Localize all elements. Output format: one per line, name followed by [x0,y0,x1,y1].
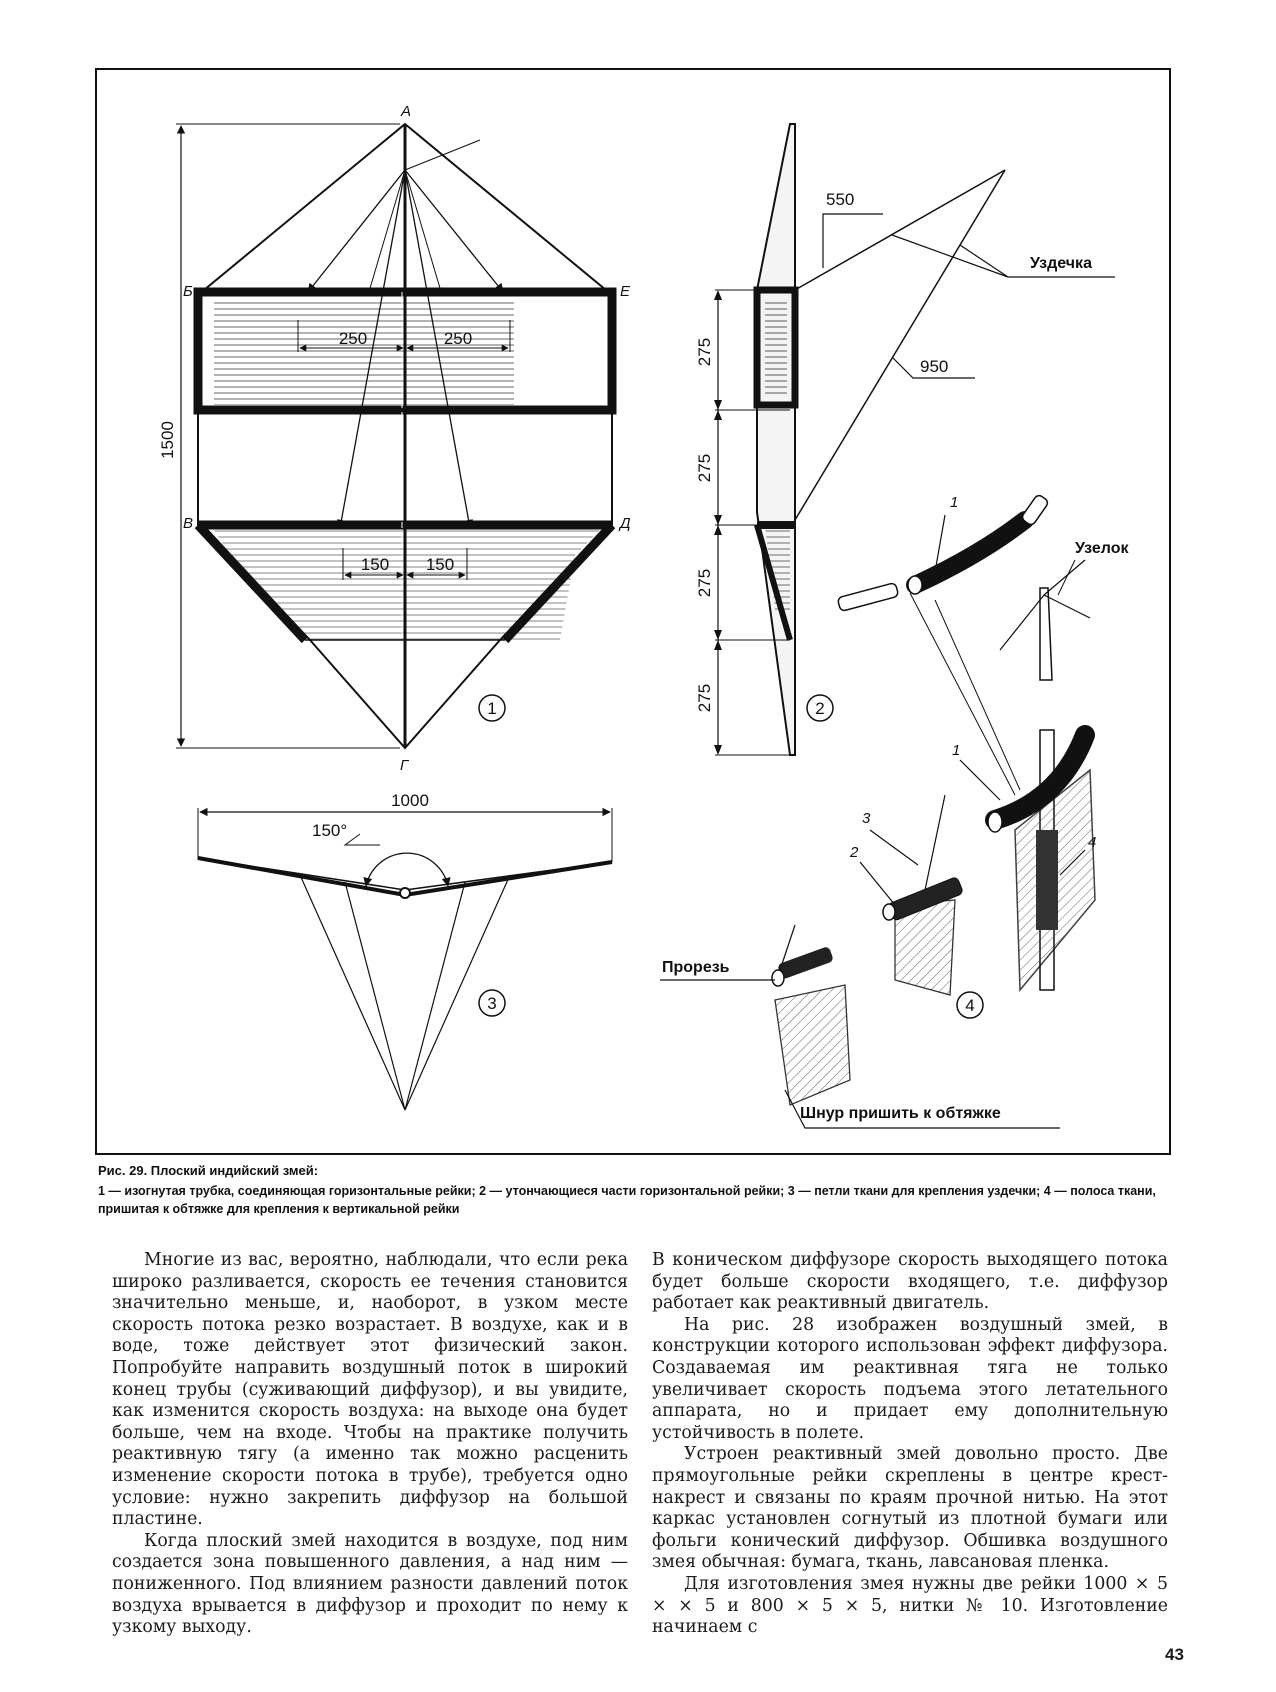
cord-label: Шнур пришить к обтяжке [800,1105,1001,1122]
figure-caption: Рис. 29. Плоский индийский змей: 1 — изо… [98,1163,1173,1218]
paragraph: В коническом диффузоре скорость выходяще… [652,1250,1168,1314]
dim-bridle-short: 550 [826,190,854,209]
paragraph: Многие из вас, вероятно, наблюдали, что … [112,1250,628,1530]
caption-title: Рис. 29. Плоский индийский змей: [98,1163,319,1178]
dim-bridle-long: 950 [920,357,948,376]
page-number: 43 [1165,1645,1184,1664]
dim-275-2: 275 [695,454,714,482]
dim-lower-right: 150 [426,555,454,574]
paragraph: Устроен реактивный змей довольно просто.… [652,1444,1168,1573]
callout-3: 3 [862,810,871,827]
vertex-d: Д [618,515,631,532]
panel-2-side-view: 550 950 Уздечка 275 275 275 275 2 [695,123,1115,756]
bridle-label: Уздечка [1030,255,1092,272]
angle-label: 150° [312,821,347,840]
panel-3-top-view: 1000 150° 3 [197,791,613,1111]
panel-1-number: 1 [487,699,496,718]
paragraph: Для изготовления змея нужны две рейки 10… [652,1573,1168,1638]
callout-4: 4 [1088,834,1096,851]
vertex-g: Г [400,757,410,774]
dim-upper-left: 250 [339,329,367,348]
dim-width: 1000 [391,791,429,810]
dim-275-3: 275 [695,569,714,597]
figure-frame [95,68,1171,1155]
panel-1-front-view: 1500 250 250 150 150 А Б Е В Д Г 1 [158,103,631,774]
vertex-a: А [400,103,411,120]
knot-label: Узелок [1075,540,1130,557]
dim-275-1: 275 [695,338,714,366]
callout-1-top: 1 [950,494,958,511]
dim-275-4: 275 [695,684,714,712]
callout-1: 1 [952,742,960,759]
dim-lower-left: 150 [361,555,389,574]
panel-4-details: 1 Узелок 1 4 2 3 Прорезь [660,494,1130,1129]
caption-legend: 1 — изогнутая трубка, соединяющая горизо… [98,1184,1156,1216]
paragraph: На рис. 28 изображен воздушный змей, в к… [652,1314,1168,1443]
text-column-right: В коническом диффузоре скорость выходяще… [652,1250,1168,1639]
panel-4-number: 4 [965,996,974,1015]
paragraph: Когда плоский змей находится в воздухе, … [112,1530,628,1638]
vertex-e: Е [620,283,631,300]
panel-3-number: 3 [487,994,496,1013]
dim-height: 1500 [158,421,177,459]
kite-figure: 1500 250 250 150 150 А Б Е В Д Г 1 [158,103,1130,1129]
vertex-b: Б [183,283,193,300]
callout-2: 2 [849,844,859,861]
text-column-left: Многие из вас, вероятно, наблюдали, что … [112,1250,628,1639]
slot-label: Прорезь [662,959,730,976]
vertex-v: В [183,515,193,532]
dim-upper-right: 250 [444,329,472,348]
panel-2-number: 2 [815,699,824,718]
